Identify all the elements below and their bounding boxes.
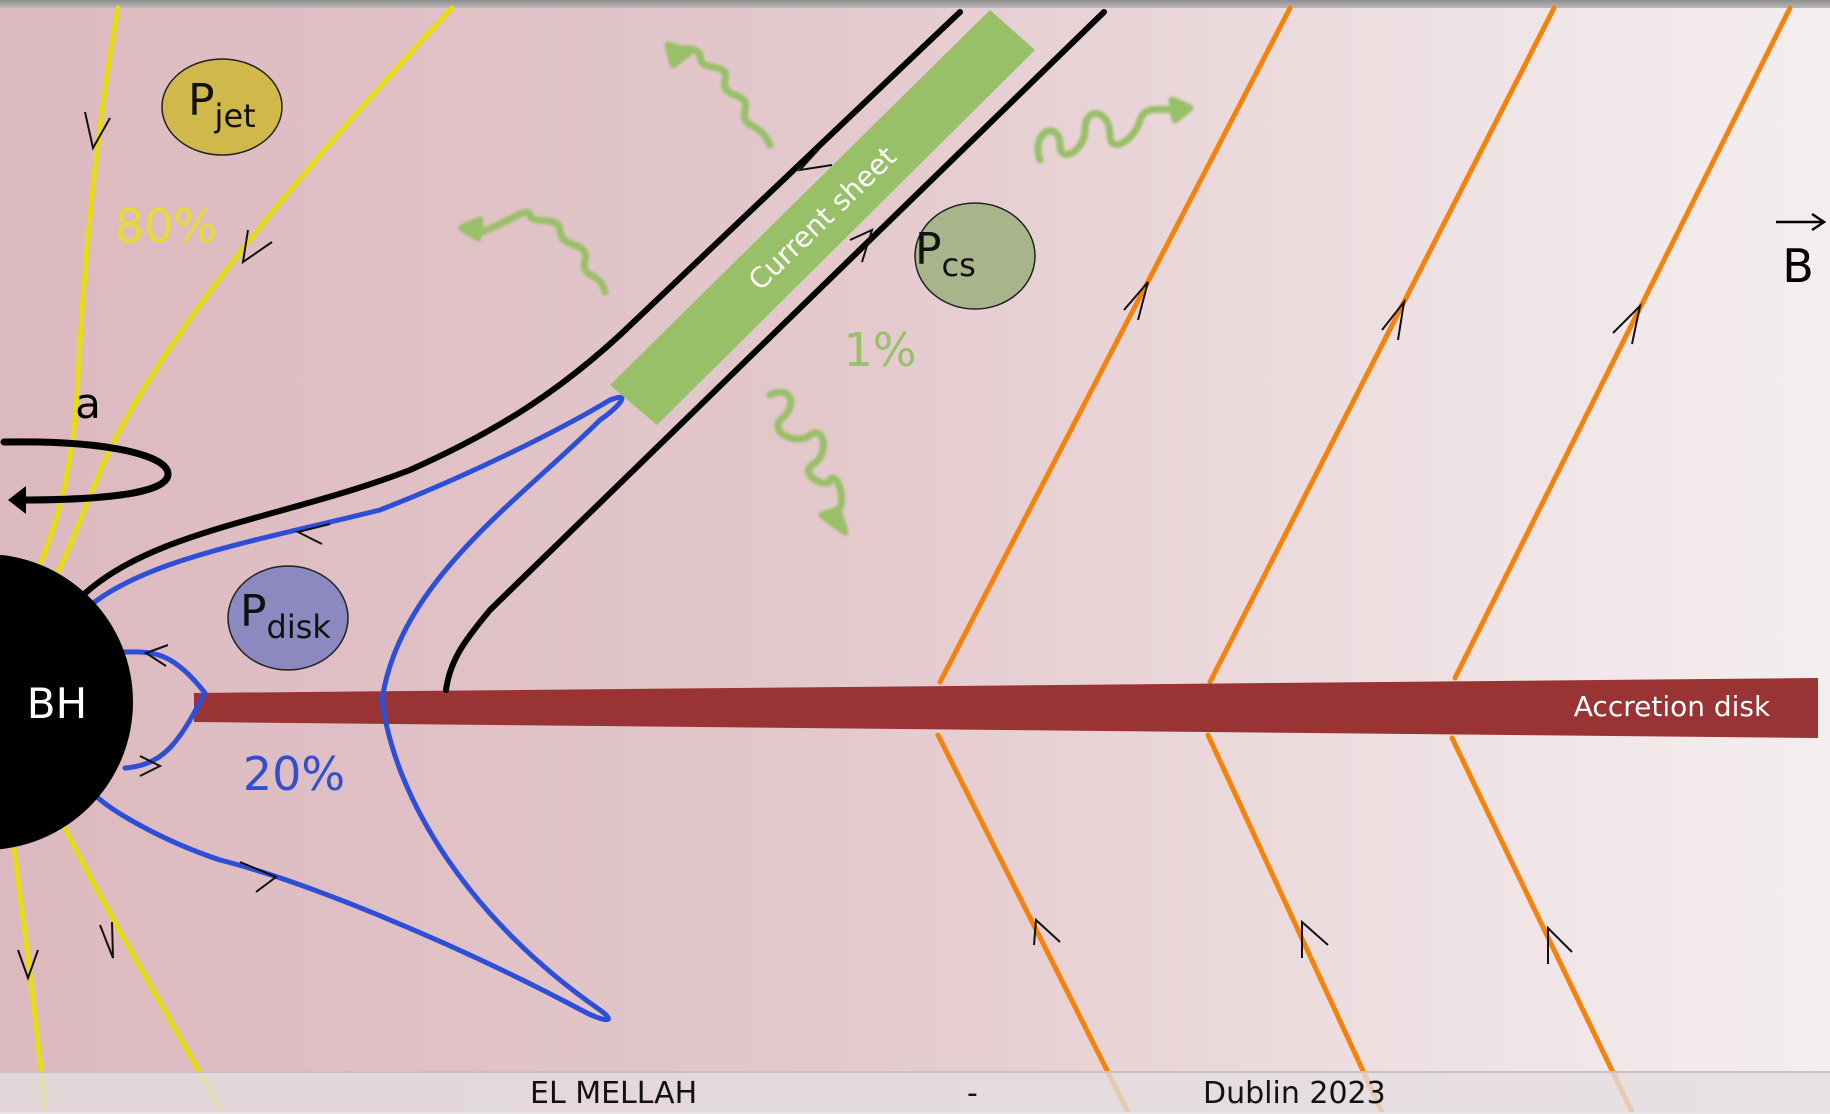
spin-label: a: [75, 379, 101, 428]
jet-direction-arrows: [17, 111, 273, 981]
accretion-disk-label: Accretion disk: [1574, 690, 1771, 723]
black-hole-label: BH: [27, 679, 87, 728]
jet-field-line-4: [57, 815, 225, 1112]
disk-power-base: P: [240, 586, 267, 637]
jet-field-line-3: [9, 827, 48, 1112]
top-bar: [0, 0, 1830, 8]
open-field-line-1-lower: [935, 732, 1131, 1112]
direction-arrow-icon: [849, 228, 874, 263]
open-field-line-3-lower: [1449, 735, 1635, 1112]
direction-arrow-icon: [1301, 919, 1329, 958]
direction-arrow-icon: [797, 147, 833, 172]
jet-field-line-2: [52, 5, 455, 581]
disk-power-label: Pdisk: [240, 586, 331, 646]
direction-arrow-icon: [1547, 925, 1573, 964]
open-field-line-2-upper: [1207, 5, 1557, 685]
jet-field-lines: [9, 5, 455, 1112]
direction-arrow-icon: [17, 949, 39, 981]
cs-percent: 1%: [844, 323, 917, 377]
separatrix-lines: [77, 9, 1107, 693]
cs-power-label: Pcs: [915, 224, 976, 284]
wave-arrow-icon: [1034, 96, 1194, 164]
footer-separator: -: [967, 1076, 978, 1111]
jet-power-sub: jet: [214, 97, 256, 135]
wave-arrow-icon: [458, 208, 609, 296]
jet-power-base: P: [188, 75, 215, 126]
jet-percent: 80%: [115, 199, 217, 253]
cs-power-sub: cs: [942, 246, 976, 284]
disk-power-sub: disk: [267, 608, 332, 646]
footer-bar: EL MELLAH - Dublin 2023: [0, 1071, 1830, 1114]
field-label: B: [1782, 239, 1814, 293]
direction-arrow-icon: [1123, 281, 1149, 321]
wave-arrow-icon: [766, 388, 849, 536]
disk-field-arrows: [139, 523, 331, 893]
open-field-line-2-lower: [1205, 732, 1385, 1112]
open-field-lines: [935, 5, 1793, 1112]
wave-arrow-icon: [664, 41, 774, 149]
direction-arrow-icon: [99, 921, 114, 959]
disk-field-loop: [82, 394, 625, 1023]
footer-author: EL MELLAH: [530, 1076, 698, 1111]
jet-power-bubble: Pjet: [161, 58, 283, 156]
black-hole: [0, 554, 133, 850]
vector-arrow-icon: [1776, 212, 1827, 232]
accretion-disk-bar: [194, 678, 1818, 738]
cs-power-base: P: [915, 224, 942, 275]
direction-arrow-icon: [239, 861, 278, 893]
disk-percent: 20%: [243, 747, 345, 801]
radiation-waves: [458, 41, 1194, 536]
open-field-line-1-upper: [937, 5, 1293, 685]
disk-power-bubble: Pdisk: [227, 565, 349, 671]
open-field-arrows: [1033, 281, 1642, 964]
separatrix-line-upper: [77, 9, 963, 601]
spin-arrow-icon: [0, 438, 172, 514]
cs-power-bubble: Pcs: [914, 202, 1036, 310]
current-sheet-bar: [610, 10, 1035, 425]
direction-arrow-icon: [1612, 302, 1642, 345]
open-field-line-3-upper: [1452, 5, 1793, 681]
direction-arrow-icon: [1381, 298, 1406, 341]
direction-arrow-icon: [241, 229, 273, 265]
current-sheet-label: Current sheet: [742, 140, 903, 297]
direction-arrow-icon: [295, 523, 331, 545]
footer-event: Dublin 2023: [1203, 1076, 1386, 1111]
direction-arrow-icon: [139, 755, 163, 777]
direction-arrow-icon: [84, 111, 111, 151]
direction-arrow-icon: [143, 644, 169, 667]
jet-field-line-1: [32, 5, 121, 578]
separatrix-arrows: [797, 147, 874, 263]
jet-power-label: Pjet: [188, 75, 256, 135]
direction-arrow-icon: [1033, 917, 1061, 946]
separatrix-line-lower: [443, 9, 1107, 693]
